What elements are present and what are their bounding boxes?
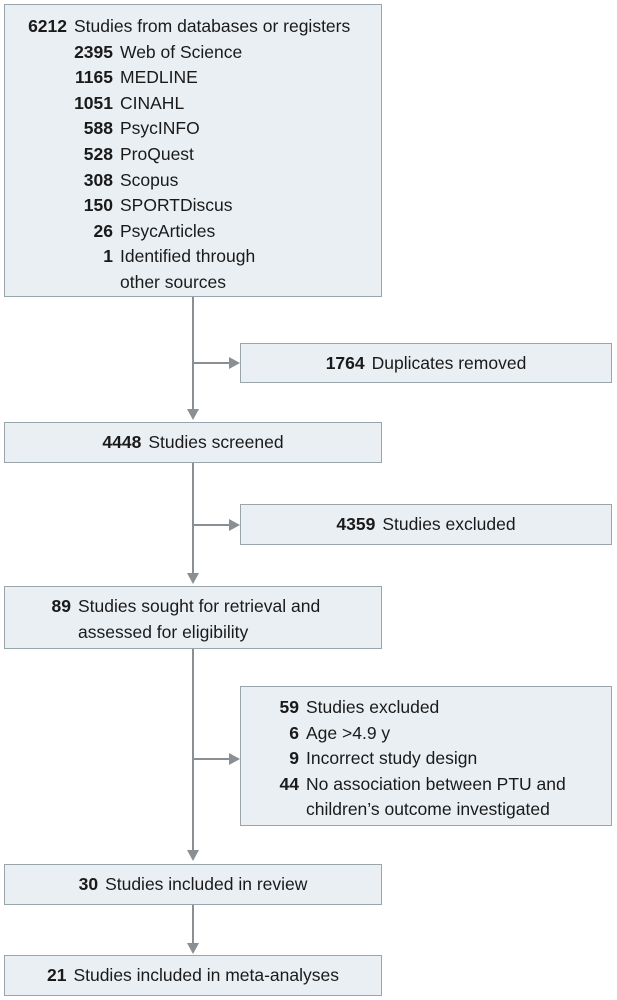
flow-connector	[192, 905, 194, 943]
source-row: 2395 Web of Science	[23, 40, 381, 66]
count-label: Studies excluded	[382, 514, 516, 534]
source-count: 308	[83, 169, 113, 190]
count-label: Studies screened	[148, 432, 284, 452]
source-label: SPORTDiscus	[120, 195, 233, 216]
source-row: 308 Scopus	[23, 168, 381, 194]
retrieval-row: 89 Studies sought for retrieval and	[23, 594, 381, 620]
exclusion-reason: 44 No association between PTU and childr…	[261, 772, 611, 823]
count-value: 6212	[28, 16, 67, 36]
source-row: 1051 CINAHL	[23, 91, 381, 117]
flow-connector	[192, 649, 194, 850]
arrow-right-icon	[229, 357, 240, 369]
source-count: 1051	[74, 92, 113, 113]
source-count: 2395	[74, 41, 113, 62]
source-row: 26 PsycArticles	[23, 219, 381, 245]
source-count: 1165	[75, 67, 113, 88]
arrow-down-icon	[187, 573, 199, 584]
count-label: Studies sought for retrieval and	[71, 594, 381, 620]
count-label: Studies excluded	[306, 697, 440, 717]
reason-label-line2: children’s outcome investigated	[306, 799, 550, 820]
arrow-down-icon	[187, 850, 199, 861]
screened-box: 4448 Studies screened	[4, 422, 382, 463]
source-row: 528 ProQuest	[23, 142, 381, 168]
source-label: Identified through other sources	[113, 244, 381, 295]
source-label: ProQuest	[120, 143, 194, 164]
arrow-right-icon	[229, 519, 240, 531]
identification-total: 6212 Studies from databases or registers	[23, 14, 381, 40]
arrow-right-icon	[229, 753, 240, 765]
included-review-box: 30 Studies included in review	[4, 864, 382, 905]
excluded-screening-row: 4359 Studies excluded	[241, 512, 611, 538]
source-row: 1 Identified through other sources	[23, 244, 381, 295]
reason-label: Incorrect study design	[306, 748, 478, 769]
count-value: 30	[78, 874, 99, 894]
reason-label: No association between PTU and children’…	[299, 772, 611, 823]
source-label: Web of Science	[120, 41, 243, 62]
branch-connector	[193, 758, 229, 760]
source-label: CINAHL	[120, 92, 185, 113]
source-row: 1165 MEDLINE	[23, 65, 381, 91]
count-value: 4448	[102, 432, 142, 452]
count-value: 1764	[325, 353, 365, 373]
reason-label-line1: No association between PTU and	[306, 773, 566, 794]
source-count: 1	[103, 246, 113, 267]
count-label: Studies from databases or registers	[74, 16, 351, 36]
retrieval-label-line2: assessed for eligibility	[78, 621, 249, 642]
source-count: 150	[83, 195, 113, 216]
included-meta-row: 21 Studies included in meta-analyses	[5, 963, 381, 989]
arrow-down-icon	[187, 943, 199, 954]
flow-connector	[192, 463, 194, 573]
source-label-line2: other sources	[120, 271, 227, 292]
excluded-eligibility-total: 59 Studies excluded	[261, 695, 611, 721]
exclusion-reason: 9 Incorrect study design	[261, 746, 611, 772]
count-value: 21	[46, 965, 67, 985]
arrow-down-icon	[187, 409, 199, 420]
count-value: 4359	[336, 514, 376, 534]
branch-connector	[193, 362, 229, 364]
source-count: 528	[83, 143, 113, 164]
excluded-screening-box: 4359 Studies excluded	[240, 504, 612, 545]
reason-count: 9	[289, 748, 299, 769]
source-count: 588	[83, 118, 113, 139]
retrieval-box: 89 Studies sought for retrieval and asse…	[4, 586, 382, 649]
screened-row: 4448 Studies screened	[5, 430, 381, 456]
identification-box: 6212 Studies from databases or registers…	[4, 4, 382, 297]
reason-count: 6	[289, 722, 299, 743]
source-label: MEDLINE	[120, 67, 198, 88]
source-row: 588 PsycINFO	[23, 116, 381, 142]
source-label: PsycINFO	[120, 118, 200, 139]
count-value: 59	[279, 697, 299, 717]
source-label: PsycArticles	[120, 220, 216, 241]
source-label: Scopus	[120, 169, 179, 190]
count-label: Studies included in meta-analyses	[73, 965, 340, 985]
included-review-row: 30 Studies included in review	[5, 872, 381, 898]
count-label: Studies included in review	[105, 874, 308, 894]
reason-label: Age >4.9 y	[306, 722, 391, 743]
source-count: 26	[93, 220, 113, 241]
branch-connector	[193, 524, 229, 526]
duplicates-row: 1764 Duplicates removed	[241, 351, 611, 377]
included-meta-box: 21 Studies included in meta-analyses	[4, 955, 382, 996]
count-value: 89	[51, 596, 71, 616]
reason-count: 44	[279, 773, 299, 794]
source-label-line1: Identified through	[120, 246, 256, 267]
retrieval-label-line1: Studies sought for retrieval and	[78, 596, 321, 616]
duplicates-box: 1764 Duplicates removed	[240, 343, 612, 383]
exclusion-reason: 6 Age >4.9 y	[261, 721, 611, 747]
excluded-eligibility-box: 59 Studies excluded 6 Age >4.9 y 9 Incor…	[240, 686, 612, 826]
count-label: Duplicates removed	[371, 353, 527, 373]
source-row: 150 SPORTDiscus	[23, 193, 381, 219]
flow-connector	[192, 297, 194, 409]
